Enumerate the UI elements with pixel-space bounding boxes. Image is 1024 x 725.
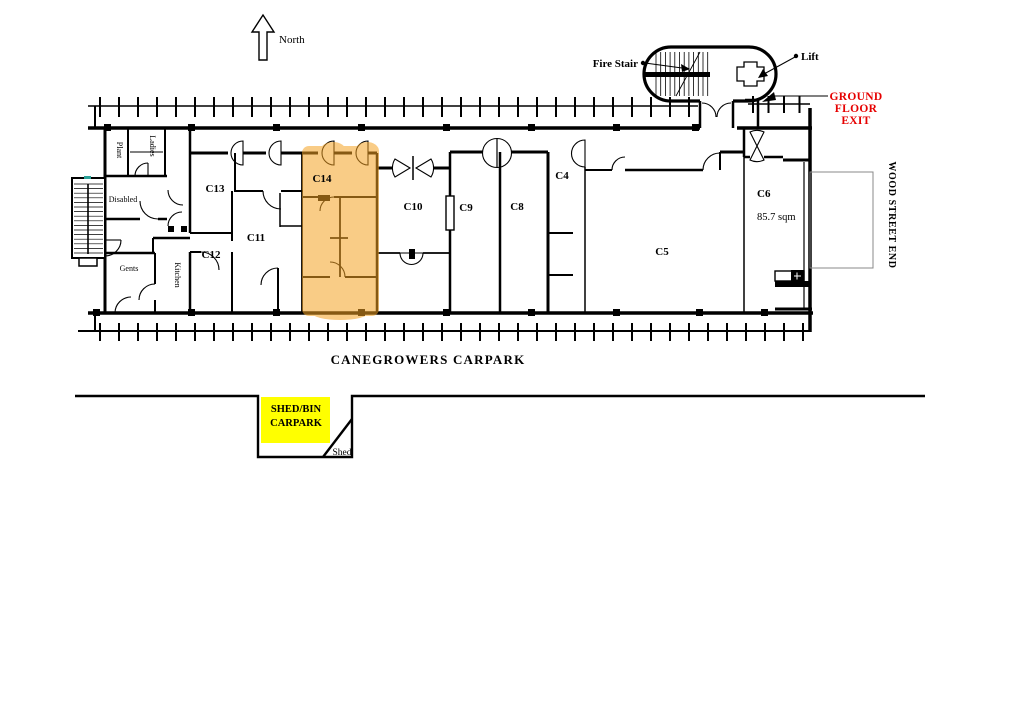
fire-stair-callout: Fire Stair: [593, 58, 690, 72]
shed-bin-label-line2: CARPARK: [270, 418, 323, 429]
room-label-c5: C5: [655, 246, 669, 258]
shed-bin-carpark: SHED/BIN CARPARK: [261, 397, 330, 443]
room-label-c4: C4: [555, 170, 569, 182]
c13-c11-c12-walls: [190, 140, 303, 313]
facility-label-kitchen: Kitchen: [173, 262, 182, 287]
c14-highlight: [302, 142, 379, 320]
ground-floor-exit-callout: GROUND FLOOR EXIT: [762, 91, 882, 127]
facility-label-disabled: Disabled: [109, 195, 137, 204]
facility-labels: Plant Ladies Disabled Gents Kitchen: [109, 135, 182, 287]
room-label-c6: C6: [757, 188, 771, 200]
exit-line-1: GROUND: [830, 91, 883, 103]
west-stairwell: [71, 176, 122, 267]
facility-label-plant: Plant: [115, 142, 124, 159]
stair-direction-line: [675, 51, 701, 97]
stair-landing: [645, 72, 710, 77]
north-fence-ticks: [99, 97, 690, 117]
fire-stair-label: Fire Stair: [593, 58, 638, 70]
room-label-c9: C9: [459, 202, 473, 214]
lift-callout: Lift: [758, 51, 819, 78]
c5-c6-walls: [570, 128, 812, 313]
room-labels: C13 C14 C11 C12 C10 C9 C8 C4 C5 C6 85.7 …: [202, 170, 796, 261]
room-label-c8: C8: [510, 201, 524, 213]
northeast-fence-ticks: [752, 96, 801, 113]
lift-leader-line: [763, 56, 796, 75]
facility-label-ladies: Ladies: [148, 135, 157, 156]
north-arrow-label: North: [279, 34, 305, 46]
room-label-c11: C11: [247, 232, 265, 244]
canegrowers-carpark-label: CANEGROWERS CARPARK: [331, 352, 526, 367]
fire-stair-leader-dot: [640, 60, 646, 66]
wood-street-end-label: WOOD STREET END: [886, 161, 897, 268]
lift-label: Lift: [801, 51, 819, 63]
room-label-c12: C12: [202, 249, 221, 261]
c6-area-label: 85.7 sqm: [757, 212, 796, 223]
lift-symbol: [736, 61, 765, 87]
room-label-c13: C13: [206, 183, 225, 195]
stair-marker: [84, 176, 91, 179]
fire-stair-leader-line: [644, 62, 683, 69]
north-arrow: North: [250, 13, 305, 61]
south-fence-ticks: [99, 323, 804, 341]
shed-bin-carpark-highlight: [261, 397, 330, 443]
room-label-c14: C14: [313, 173, 332, 185]
building-fences: [78, 96, 811, 341]
fire-stair-capsule: [642, 45, 778, 128]
shed-label: Shed: [333, 448, 352, 458]
fire-stair-arrowhead: [681, 64, 690, 72]
road-kerb: [75, 394, 925, 459]
room-label-c10: C10: [404, 201, 423, 213]
service-block-walls: [105, 128, 192, 314]
facility-label-gents: Gents: [120, 264, 139, 273]
exit-line-2: FLOOR: [835, 103, 878, 115]
wood-street-dock: [809, 171, 874, 269]
exit-line-3: EXIT: [841, 115, 870, 127]
shed-bin-label-line1: SHED/BIN: [271, 404, 322, 415]
c10-c9-c8-c4-walls: [377, 137, 573, 313]
lift-arrowhead: [758, 69, 768, 78]
